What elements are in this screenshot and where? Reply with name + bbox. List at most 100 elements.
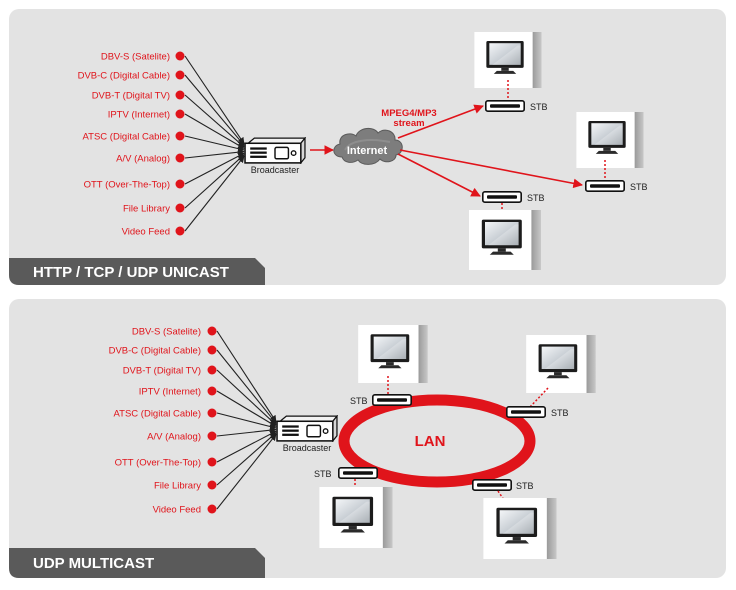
multicast-source-arrow <box>216 426 277 437</box>
multicast-stb-2-label: STB <box>551 408 569 418</box>
red-dot-icon <box>207 408 217 418</box>
red-dot-icon <box>207 326 217 336</box>
multicast-source-list: DBV-S (Satelite) DVB-C (Digital Cable) DVB… <box>109 326 277 516</box>
multicast-broadcaster-label: Broadcaster <box>283 443 332 453</box>
tv-icon <box>526 335 596 393</box>
tv-icon <box>576 112 644 168</box>
multicast-source-label: OTT (Over-The-Top) <box>115 458 201 469</box>
tv-icon <box>358 325 428 383</box>
set-top-box-icon <box>482 191 522 203</box>
multicast-source-arrow <box>216 433 277 510</box>
broadcaster-icon <box>244 137 306 164</box>
red-dot-icon <box>207 480 217 490</box>
set-top-box-icon <box>338 467 378 479</box>
multicast-source-label: IPTV (Internet) <box>139 387 201 398</box>
unicast-source-arrow <box>184 152 245 185</box>
unicast-stb-1-label: STB <box>530 102 548 112</box>
multicast-source-label: ATSC (Digital Cable) <box>114 409 201 420</box>
unicast-stb-2-label: STB <box>630 182 648 192</box>
multicast-stb-1-label: STB <box>350 396 368 406</box>
multicast-source-arrow <box>216 412 277 430</box>
red-dot-icon <box>207 504 217 514</box>
unicast-tv-2: STB <box>576 112 648 192</box>
multicast-source-label: A/V (Analog) <box>147 432 201 443</box>
unicast-broadcaster-label: Broadcaster <box>251 165 300 175</box>
tv-icon <box>474 32 542 88</box>
unicast-arrow-to-stb-2 <box>399 149 583 189</box>
lan-ring-icon: LAN <box>338 394 536 488</box>
multicast-banner: UDP MULTICAST <box>9 548 265 578</box>
multicast-source-label: DVB-C (Digital Cable) <box>109 346 201 357</box>
multicast-banner-text: UDP MULTICAST <box>33 555 154 572</box>
red-dot-icon <box>207 457 217 467</box>
red-dot-icon <box>175 109 185 119</box>
multicast-stb-3-label: STB <box>314 469 332 479</box>
unicast-arrow-to-stb-1 <box>397 104 484 139</box>
unicast-source-label: OTT (Over-The-Top) <box>84 180 170 191</box>
unicast-arrow-to-stb-3 <box>397 153 481 197</box>
unicast-tv-1: STB <box>474 32 548 112</box>
set-top-box-icon <box>585 180 625 192</box>
multicast-source-label: Video Feed <box>153 505 201 516</box>
unicast-source-label: DVB-C (Digital Cable) <box>78 71 170 82</box>
unicast-source-label: DVB-T (Digital TV) <box>92 91 170 102</box>
red-dot-icon <box>175 203 185 213</box>
multicast-source-label: DVB-T (Digital TV) <box>123 366 201 377</box>
unicast-tv-3: STB <box>469 191 545 270</box>
red-dot-icon <box>175 70 185 80</box>
multicast-stb-4-label: STB <box>516 481 534 491</box>
multicast-source-arrow <box>216 432 277 486</box>
red-dot-icon <box>175 153 185 163</box>
unicast-source-arrow <box>184 55 245 145</box>
red-dot-icon <box>207 345 217 355</box>
multicast-tv-3: STB <box>314 467 393 548</box>
unicast-source-label: A/V (Analog) <box>116 154 170 165</box>
unicast-source-label: ATSC (Digital Cable) <box>83 132 170 143</box>
multicast-source-label: DBV-S (Satelite) <box>132 327 201 338</box>
lan-label: LAN <box>415 433 446 450</box>
unicast-source-label: DBV-S (Satelite) <box>101 52 170 63</box>
unicast-banner-text: HTTP / TCP / UDP UNICAST <box>33 264 229 281</box>
unicast-source-arrow <box>184 74 245 146</box>
multicast-source-label: File Library <box>154 481 201 492</box>
unicast-source-arrow <box>184 94 245 148</box>
unicast-source-label: File Library <box>123 204 170 215</box>
multicast-source-arrow <box>216 390 277 427</box>
set-top-box-icon <box>485 100 525 112</box>
red-dot-icon <box>175 226 185 236</box>
multicast-tv-4: STB <box>472 479 557 559</box>
multicast-tv-1: STB <box>350 325 428 406</box>
internet-label: Internet <box>347 145 388 157</box>
stream-label-line1: MPEG4/MP3 <box>381 108 436 119</box>
unicast-broadcaster: Broadcaster <box>244 137 306 175</box>
set-top-box-icon <box>506 406 546 418</box>
unicast-source-arrow <box>184 154 245 209</box>
red-dot-icon <box>175 90 185 100</box>
unicast-source-arrow <box>184 113 245 149</box>
unicast-source-arrow <box>184 148 245 159</box>
unicast-source-list: DBV-S (Satelite) DVB-C (Digital Cable) DVB… <box>78 51 245 238</box>
tv-icon <box>319 487 393 548</box>
multicast-tv-2: STB <box>506 335 596 418</box>
multicast-source-arrow <box>216 330 277 423</box>
multicast-broadcaster: Broadcaster <box>276 415 338 453</box>
multicast-source-arrow <box>216 430 277 463</box>
stream-label-line2: stream <box>393 118 424 129</box>
unicast-source-label: IPTV (Internet) <box>108 110 170 121</box>
unicast-source-label: Video Feed <box>122 227 170 238</box>
red-dot-icon <box>207 386 217 396</box>
multicast-source-arrow <box>216 349 277 424</box>
broadcaster-icon <box>276 415 338 442</box>
unicast-stb-3-label: STB <box>527 193 545 203</box>
tv-icon <box>483 498 557 559</box>
tv-icon <box>469 210 541 270</box>
red-dot-icon <box>175 51 185 61</box>
unicast-banner: HTTP / TCP / UDP UNICAST <box>9 258 265 285</box>
cloud-icon: Internet <box>333 128 403 165</box>
set-top-box-icon <box>372 394 412 406</box>
unicast-source-arrow <box>184 135 245 152</box>
red-dot-icon <box>207 431 217 441</box>
unicast-source-arrow <box>184 155 245 232</box>
set-top-box-icon <box>472 479 512 491</box>
